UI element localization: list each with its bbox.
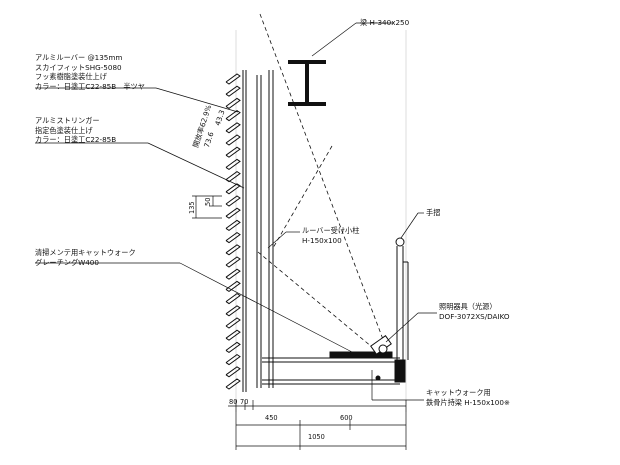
louver-blade — [225, 109, 241, 122]
louver-blade — [225, 134, 241, 146]
louver-line-4: カラー：日塗工C22-85B 半ツヤ — [35, 81, 145, 91]
steel-beam — [288, 60, 326, 106]
dim-80: 80 — [229, 398, 238, 406]
louver-line-1: アルミルーバー @135mm — [35, 53, 123, 62]
louver-line-3: フッ素樹脂塗装仕上げ — [35, 72, 107, 81]
louver-post-label: ルーバー受け小柱 H-150x100 — [302, 226, 359, 245]
light-fixture — [370, 335, 392, 381]
stringer-line-1: アルミストリンガー — [35, 116, 100, 125]
bracket-line-1: キャットウォーク用 — [426, 388, 491, 397]
louver-blade — [225, 97, 241, 110]
louver-blade — [225, 256, 241, 268]
post-line-1: ルーバー受け小柱 — [302, 226, 360, 235]
sight-lines — [257, 13, 385, 353]
louver-blade — [225, 170, 241, 183]
catwalk-bracket-label: キャットウォーク用 鉄骨片持梁 H-150x100※ — [426, 388, 510, 407]
dim-total: 1050 — [308, 433, 325, 441]
lighting-label: 照明器具（光源） DOF-3072XS/DAIKO — [439, 302, 510, 321]
lighting-line-1: 照明器具（光源） — [439, 302, 497, 311]
louver-blade — [225, 146, 241, 158]
post-line-2: H-150x100 — [302, 235, 342, 245]
louver-blade — [225, 195, 241, 207]
louver-blade — [225, 219, 241, 232]
louver-blade — [225, 305, 241, 317]
dim-70: 70 — [240, 398, 249, 406]
catwalk-line-2: グレーチングW400 — [35, 257, 99, 267]
lighting-line-2: DOF-3072XS/DAIKO — [439, 311, 510, 321]
louver-blade — [225, 353, 241, 366]
louver-blade — [225, 73, 241, 85]
dim-450: 450 — [265, 414, 278, 422]
bracket-line-2: 鉄骨片持梁 H-150x100※ — [426, 397, 510, 407]
beam-label: 梁 H-340x250 — [360, 18, 410, 27]
louver-blade — [225, 378, 241, 390]
louver-post — [256, 70, 274, 388]
catwalk-line-1: 清掃メンテ用キャットウォーク — [35, 248, 136, 257]
stringer-line-2: 指定色塗装仕上げ — [35, 125, 93, 135]
stringer — [242, 70, 247, 392]
louver-blade — [225, 85, 241, 97]
louver-blade — [225, 268, 241, 280]
louver-blade — [225, 122, 241, 134]
louver-blade — [225, 341, 241, 354]
louver-blade — [225, 329, 241, 341]
louver-blade — [225, 244, 241, 256]
louver-line-2: スカイフィットSHG-5080 — [35, 62, 122, 72]
leader-lines — [35, 22, 437, 401]
dim-louver-depth: 50 — [204, 197, 212, 206]
louver-blade — [225, 366, 241, 378]
stringer-label: アルミストリンガー 指定色塗装仕上げ カラー：日塗工C22-85B — [35, 116, 116, 145]
louver-blade — [225, 158, 241, 171]
louver-blade — [225, 317, 241, 329]
louver-blade — [225, 292, 241, 305]
stringer-line-3: カラー：日塗工C22-85B — [35, 135, 117, 144]
louver-blade — [225, 280, 241, 293]
dimension-lines — [192, 195, 407, 450]
louver-blade — [225, 231, 241, 244]
louver-label: アルミルーバー @135mm スカイフィットSHG-5080 フッ素樹脂塗装仕上… — [35, 53, 145, 91]
dim-louver-pitch: 135 — [188, 201, 196, 214]
handrail-label: 手摺 — [426, 208, 441, 217]
louver-blades — [225, 73, 241, 390]
dim-600: 600 — [340, 414, 353, 422]
louver-blade — [225, 207, 241, 219]
handrail — [394, 237, 409, 383]
catwalk-grating-label: 清掃メンテ用キャットウォーク グレーチングW400 — [35, 248, 136, 267]
